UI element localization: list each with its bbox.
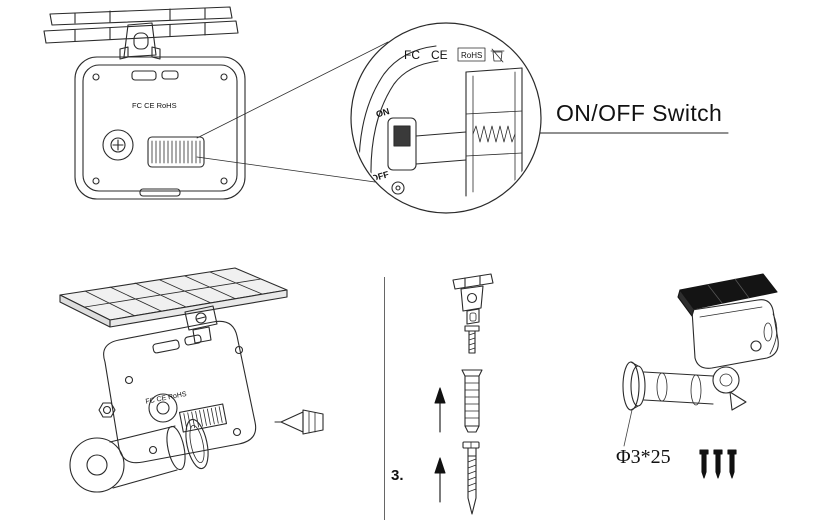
fcc-mark-text: FC [404,48,420,62]
hex-nut [98,402,116,418]
screw-spec-leader-line [623,409,633,447]
certification-markings-magnified: FC CE RoHS [404,47,505,63]
spring-coil [472,125,516,143]
ball-joint [712,366,747,411]
solar-panel-drawing [59,267,288,328]
switch-detail-magnifier: FC CE RoHS ON [350,22,542,214]
wall-anchor [461,369,483,433]
assembled-device-drawing: FC CE RoHS [59,267,324,493]
wing-knob [729,391,747,411]
mount-base-flange [622,361,646,411]
camera-body: FC CE RoHS [103,320,257,464]
spring-mechanism-drawing [465,67,523,197]
mounting-screw [462,441,480,515]
thumbscrew-knob [274,409,324,435]
magnifier-cone-line-upper [196,41,389,139]
switch-off-text: OFF [370,169,391,184]
device-side-view-drawing [622,273,779,479]
rear-knob [102,129,134,161]
step-3-label: 3. [391,467,404,484]
switch-on-text: ON [375,106,391,119]
mounting-hardware-drawing [434,273,494,515]
camera-cylinder [69,418,209,493]
magnifier-cone-line-lower [196,156,376,183]
mounting-bracket [43,6,239,60]
insert-arrow-upper [434,387,446,433]
section-divider-line [384,277,385,520]
device-rear-view-drawing: FC CE RoHS [43,6,246,200]
screw-spec-label: Φ3*25 [616,446,671,468]
screws-trio-icon [699,449,737,479]
plate-corner-curve-inner [370,60,439,197]
switch-recess-hatch [147,136,205,168]
onoff-switch-label: ON/OFF Switch [556,100,723,126]
insert-arrow-lower [434,457,446,503]
rohs-badge [457,47,486,62]
mount-arm [643,371,714,406]
rear-plate [74,56,246,200]
wall-bracket-part [452,273,494,325]
mounting-ring [185,418,209,470]
magnified-screw [391,181,405,195]
certification-markings-text: FC CE RoHS [132,101,177,110]
onoff-switch-drawing [387,117,467,171]
ce-mark-text: CE [431,48,448,62]
camera-head-side [691,299,779,369]
rohs-mark-text: RoHS [461,51,482,60]
weee-bin-icon [490,48,505,63]
panel-hinge [184,305,218,344]
solar-panel-side [677,273,778,317]
magnifier-circle [350,22,542,214]
bracket-bolt [464,325,480,354]
